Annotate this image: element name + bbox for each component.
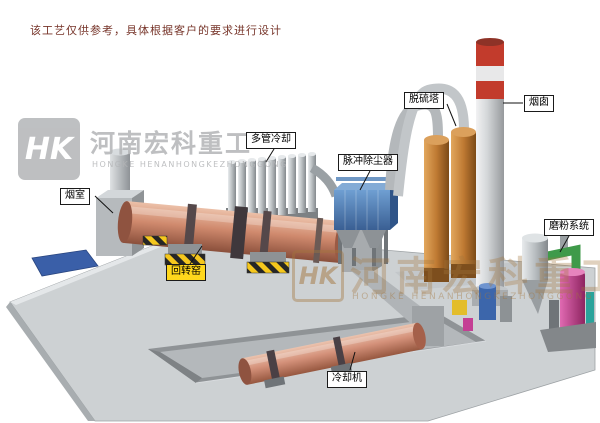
misc-equipment (452, 283, 512, 331)
grinding-system-unit (522, 220, 596, 352)
watermark-company-cn: 河南宏科重工 (350, 254, 600, 300)
cooling-machine-body (238, 322, 426, 389)
label-smoke-chamber: 烟室 (60, 188, 90, 205)
chimney-stack (472, 38, 508, 306)
label-cooling-machine: 冷却机 (327, 371, 367, 388)
watermark-company-cn: 河南宏科重工 (90, 129, 253, 158)
watermark-company-en: HONGKE HENANHONGKEZHONGGONG (352, 292, 595, 302)
watermark-company-en: HONGKE HENANHONGKEZHONGGONG (92, 160, 288, 169)
label-rotary-kiln: 回转窑 (166, 264, 206, 281)
label-desulfurization-tower: 脱硫塔 (404, 92, 444, 109)
hk-logo-icon: HK (18, 118, 80, 180)
disclaimer-text: 该工艺仅供参考，具体根据客户的要求进行设计 (30, 24, 282, 37)
hk-logo-icon: HK (292, 250, 344, 302)
label-multi-tube-cooler: 多管冷却 (246, 132, 296, 149)
label-pulse-dust-collector: 脉冲除尘器 (338, 154, 398, 171)
label-chimney: 烟囱 (524, 95, 554, 112)
pulse-dust-collector-unit (334, 177, 398, 266)
label-grinding-system: 磨粉系统 (544, 219, 594, 236)
desulfurization-towers (385, 83, 476, 282)
callout-lines (94, 102, 570, 371)
blue-pad (31, 249, 99, 277)
